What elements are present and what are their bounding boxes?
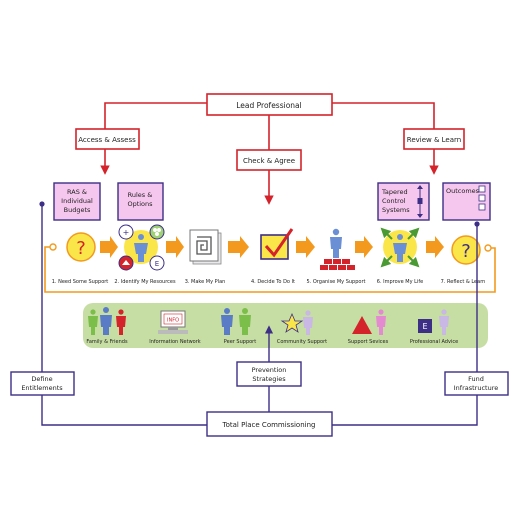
- rules-label-line2: Options: [127, 200, 153, 208]
- rules-options-box[interactable]: Rules & Options: [117, 182, 164, 221]
- blue-connectors: [39, 201, 480, 426]
- commissioning-label: Total Place Commissioning: [222, 421, 316, 429]
- feedback-loop: [44, 243, 496, 293]
- prevention-label-line2: Strategies: [252, 375, 286, 383]
- decide-checkbox-icon: [260, 228, 294, 260]
- prevention-strategies-box[interactable]: Prevention Strategies: [236, 361, 302, 387]
- tapered-label-line3: Systems: [382, 206, 410, 214]
- reflect-question-mark: ?: [461, 241, 471, 262]
- resource-labels: Family & Friends Information Network Pee…: [86, 339, 458, 345]
- slider-icon: [417, 185, 423, 218]
- fund-label-line2: Infrastructure: [454, 384, 498, 392]
- step-6-label: 6. Improve My Life: [377, 279, 423, 285]
- info-screen-text: INFO: [167, 318, 179, 324]
- improve-life-icon: [380, 227, 420, 268]
- tapered-label-line2: Control: [382, 197, 406, 205]
- resource-label-information: Information Network: [149, 339, 201, 345]
- resource-label-peer: Peer Support: [224, 339, 256, 345]
- define-entitlements-box[interactable]: Define Entitlements: [10, 371, 75, 396]
- step-7-label: 7. Reflect & Learn: [441, 279, 486, 285]
- family-friends-icon: [88, 307, 126, 335]
- make-plan-icon: [189, 229, 222, 265]
- ras-label-line2: Individual: [61, 197, 93, 205]
- support-services-icon: [352, 309, 386, 335]
- professional-advice-icon: E: [418, 309, 449, 335]
- step-1-label: 1. Need Some Support: [52, 279, 109, 285]
- access-assess-box[interactable]: Access & Assess: [75, 128, 140, 150]
- resource-label-community: Community Support: [277, 339, 327, 345]
- need-support-icon: ?: [66, 232, 96, 262]
- question-mark: ?: [76, 238, 86, 259]
- step-labels: 1. Need Some Support 2. Identify My Reso…: [52, 279, 486, 285]
- identify-resources-icon: + E: [118, 224, 165, 271]
- total-place-commissioning-box[interactable]: Total Place Commissioning: [206, 411, 333, 437]
- step-5-label: 5. Organise My Support: [307, 279, 366, 285]
- ras-label-line1: RAS &: [67, 188, 87, 196]
- review-learn-label: Review & Learn: [407, 136, 461, 144]
- rules-label-line1: Rules &: [128, 191, 153, 199]
- define-label-line2: Entitlements: [21, 384, 63, 392]
- lead-professional-box[interactable]: Lead Professional: [206, 93, 333, 116]
- ras-budgets-box[interactable]: RAS & Individual Budgets: [53, 182, 101, 221]
- fund-infrastructure-box[interactable]: Fund Infrastructure: [444, 371, 509, 396]
- organise-support-icon: [320, 228, 355, 270]
- outcomes-label: Outcomes: [446, 187, 480, 195]
- information-network-icon: INFO: [158, 310, 188, 334]
- step-arrows: [100, 236, 444, 258]
- professional-letter: E: [422, 322, 427, 331]
- outcomes-box[interactable]: Outcomes: [442, 182, 491, 221]
- fund-label-line1: Fund: [468, 375, 484, 383]
- resource-label-services: Support Sevices: [348, 339, 389, 345]
- resource-label-family: Family & Friends: [86, 339, 128, 345]
- checklist-icon: [478, 185, 486, 211]
- tapered-label-line1: Tapered: [381, 188, 408, 196]
- ras-label-line3: Budgets: [64, 206, 91, 214]
- resource-label-professional: Professional Advice: [410, 339, 458, 345]
- access-assess-label: Access & Assess: [78, 136, 136, 144]
- red-connectors: [100, 102, 439, 205]
- step-3-label: 3. Make My Plan: [185, 279, 226, 285]
- community-support-icon: [280, 310, 313, 335]
- define-label-line1: Define: [31, 375, 52, 383]
- lead-professional-label: Lead Professional: [236, 101, 301, 110]
- peer-support-icon: [221, 308, 251, 335]
- plus-sign: +: [123, 228, 130, 237]
- review-learn-box[interactable]: Review & Learn: [403, 128, 465, 150]
- check-agree-label: Check & Agree: [243, 157, 295, 165]
- step-4-label: 4. Decide To Do It: [251, 279, 295, 285]
- check-agree-box[interactable]: Check & Agree: [236, 149, 302, 171]
- prevention-label-line1: Prevention: [252, 366, 287, 374]
- letter-e: E: [155, 260, 159, 268]
- step-2-label: 2. Identify My Resources: [114, 279, 176, 285]
- reflect-learn-icon: ?: [451, 235, 481, 265]
- tapered-control-box[interactable]: Tapered Control Systems: [377, 182, 430, 221]
